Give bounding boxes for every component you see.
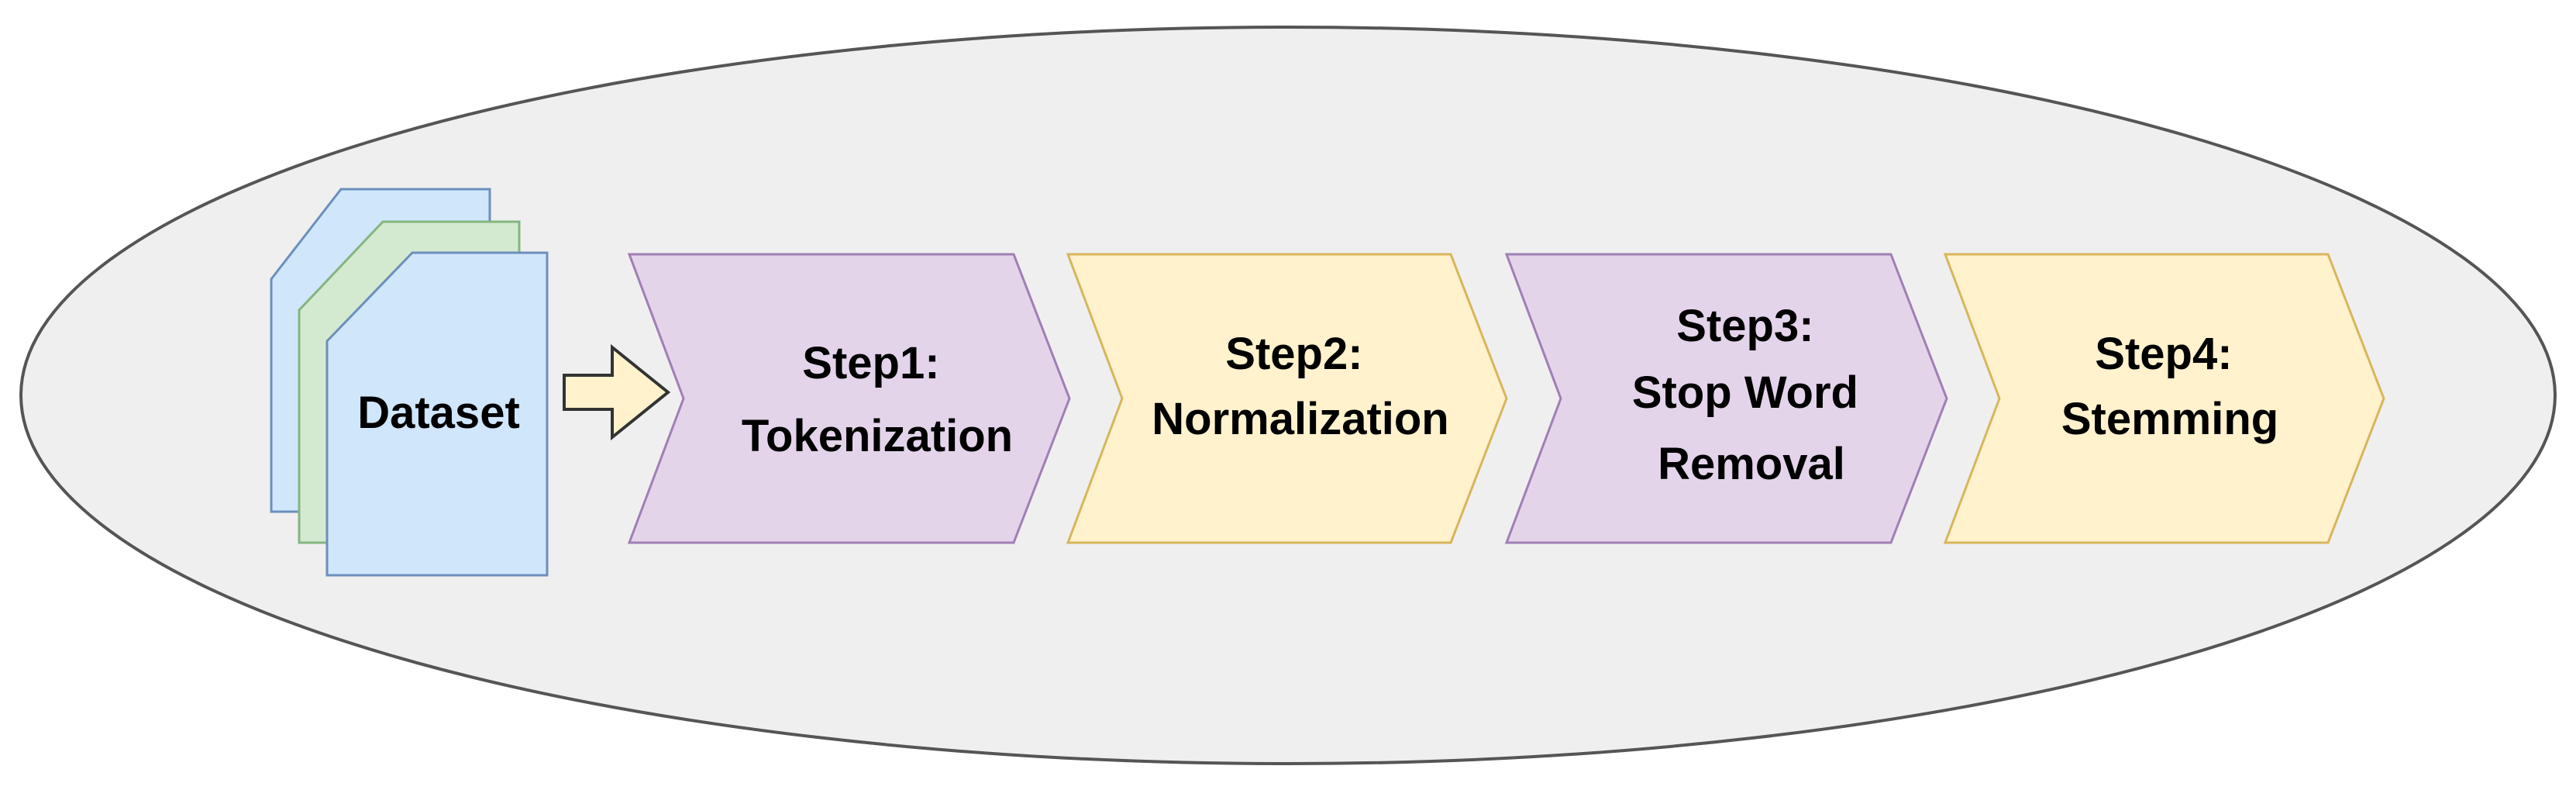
svg-text:Step1: Tokenization: Step1: Tokenization <box>742 338 1013 461</box>
svg-text:Step4: Stemming: Step4: Stemming <box>2061 329 2278 444</box>
dataset-documents: Dataset <box>270 188 549 577</box>
arrow-icon <box>563 343 671 441</box>
step-1-title: Step1: <box>802 338 939 388</box>
step-4-chevron <box>1943 253 2385 544</box>
svg-text:Step3: Stop Word R: Step3: Stop Word Removal <box>1632 301 1871 489</box>
svg-text:Step2: Normalization: Step2: Normalization <box>1152 329 1449 444</box>
step-2: Step2: Normalization <box>1066 253 1508 544</box>
step-1-name: Tokenization <box>742 411 1013 461</box>
step-2-title: Step2: <box>1225 329 1362 379</box>
step-3: Step3: Stop Word Removal <box>1504 253 1948 544</box>
step-2-chevron <box>1066 253 1508 544</box>
step-3-chevron <box>1504 253 1948 544</box>
step-2-name: Normalization <box>1152 394 1449 444</box>
step-1: Step1: Tokenization <box>627 253 1071 544</box>
step-4-title: Step4: <box>2095 329 2232 379</box>
document-front <box>325 251 549 577</box>
step-3-title: Step3: <box>1676 301 1813 351</box>
step-4: Step4: Stemming <box>1943 253 2385 544</box>
step-4-name: Stemming <box>2061 394 2278 444</box>
step-3-name-line2: Removal <box>1658 439 1845 489</box>
dataset-label: Dataset <box>357 388 520 438</box>
step-1-chevron <box>627 253 1071 544</box>
step-3-name-line1: Stop Word <box>1632 367 1858 418</box>
